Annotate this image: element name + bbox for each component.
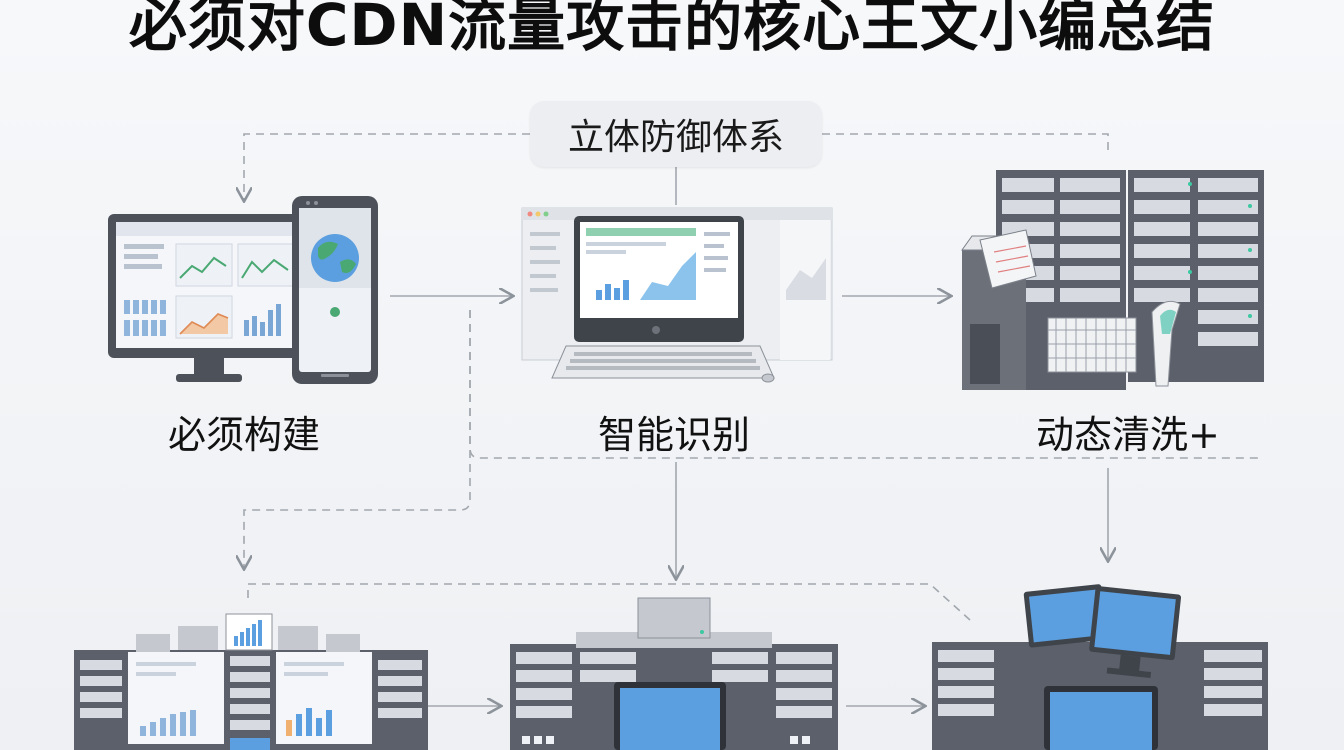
defense-system-hub: 立体防御体系 (530, 101, 822, 167)
step-label-build: 必须构建 (168, 413, 321, 457)
server-rack-cleaning-icon (961, 170, 1264, 390)
page-title: 必须对CDN流量攻击的核心王文小编总结 (128, 0, 1216, 59)
desktop-computer-analytics-icon (521, 207, 833, 383)
step-label-identify: 智能识别 (598, 413, 751, 457)
hub-to-build-arrow (244, 133, 530, 200)
server-rack-laptop-icon (510, 597, 838, 750)
build-to-bottom-arrow (244, 310, 471, 568)
server-rack-monitors-icon (932, 584, 1268, 750)
hub-to-clean-line (822, 133, 1109, 150)
connector-lines (244, 133, 1258, 706)
monitor-and-phone-dashboard-icon (108, 196, 378, 384)
process-frame-line (469, 310, 1258, 459)
step-label-clean: 动态清洗+ (1036, 413, 1220, 457)
server-dashboard-cluster-icon (74, 613, 428, 750)
bottom-frame-line (247, 583, 971, 621)
